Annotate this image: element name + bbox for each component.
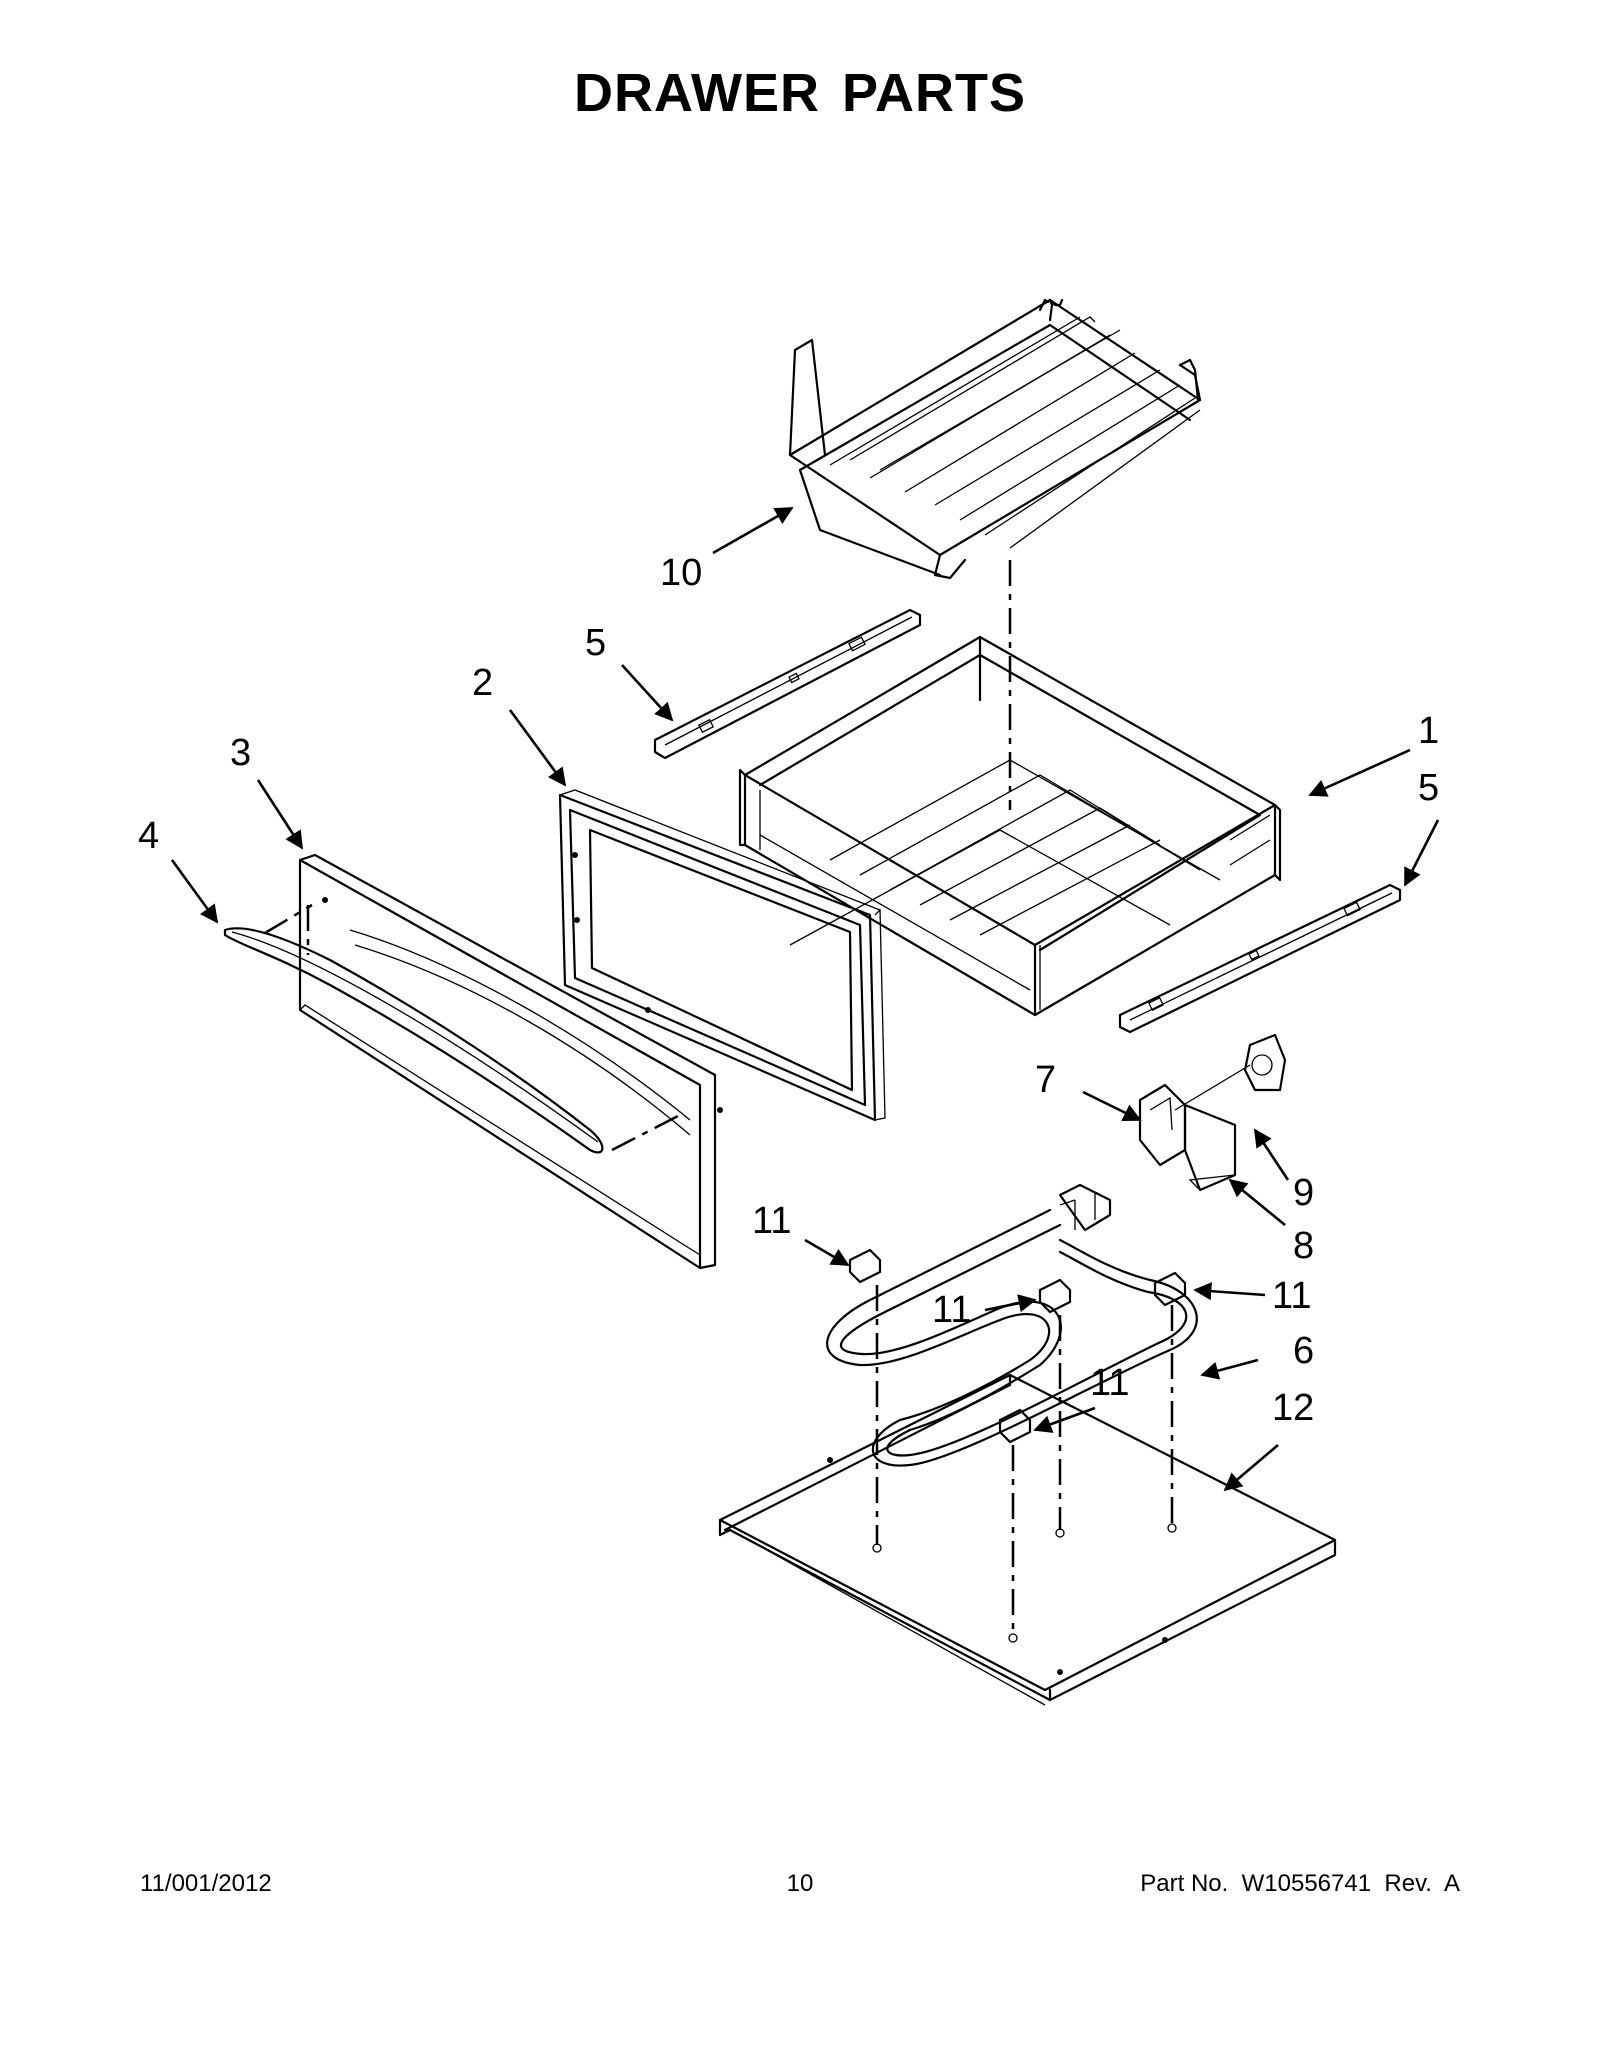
callout-11-b: 11	[932, 1289, 971, 1331]
bake-element-part-6	[826, 1183, 1198, 1467]
callout-9: 9	[1293, 1172, 1314, 1214]
bottom-panel-part-12	[718, 1373, 1337, 1706]
callout-7: 7	[1035, 1059, 1056, 1101]
callout-5-upper: 5	[585, 622, 606, 664]
door-handle-part-4	[223, 903, 681, 1154]
callout-1: 1	[1418, 710, 1439, 752]
footer-page-number: 10	[786, 1870, 814, 1897]
assembly-center-lines	[872, 560, 1177, 1643]
callout-12: 12	[1272, 1387, 1314, 1429]
slide-rail-part-5-upper	[653, 608, 922, 760]
footer-date: 11/001/2012	[140, 1870, 272, 1897]
outer-door-panel-part-3	[298, 853, 723, 1270]
leader-arrows	[170, 506, 1440, 1492]
clip-part-11-d	[998, 1408, 1032, 1444]
cover-part-8	[1183, 1103, 1237, 1192]
clip-part-11-a	[848, 1248, 882, 1284]
callout-11-c: 11	[1272, 1275, 1311, 1317]
page-title: DRAWER PARTS	[573, 63, 1026, 123]
callout-5-lower: 5	[1418, 767, 1439, 809]
callout-3: 3	[230, 732, 251, 774]
clip-part-11-c	[1153, 1271, 1187, 1307]
callout-6: 6	[1293, 1330, 1314, 1372]
callout-10: 10	[660, 552, 702, 594]
footer-part-number: Part No. W10556741 Rev. A	[1140, 1870, 1460, 1897]
bracket-part-7	[1138, 1083, 1187, 1167]
callout-11-d: 11	[1090, 1362, 1129, 1404]
wire-rack-part-10	[788, 298, 1202, 580]
inner-door-panel-part-2	[558, 789, 886, 1122]
callout-2: 2	[472, 662, 493, 704]
callout-4: 4	[138, 815, 159, 857]
thermal-cutoff-part-9	[1174, 1033, 1287, 1111]
callout-11-a: 11	[752, 1200, 791, 1242]
callout-8: 8	[1293, 1225, 1314, 1267]
slide-rail-part-5-lower	[1118, 883, 1402, 1034]
clip-part-11-b	[1038, 1278, 1072, 1314]
